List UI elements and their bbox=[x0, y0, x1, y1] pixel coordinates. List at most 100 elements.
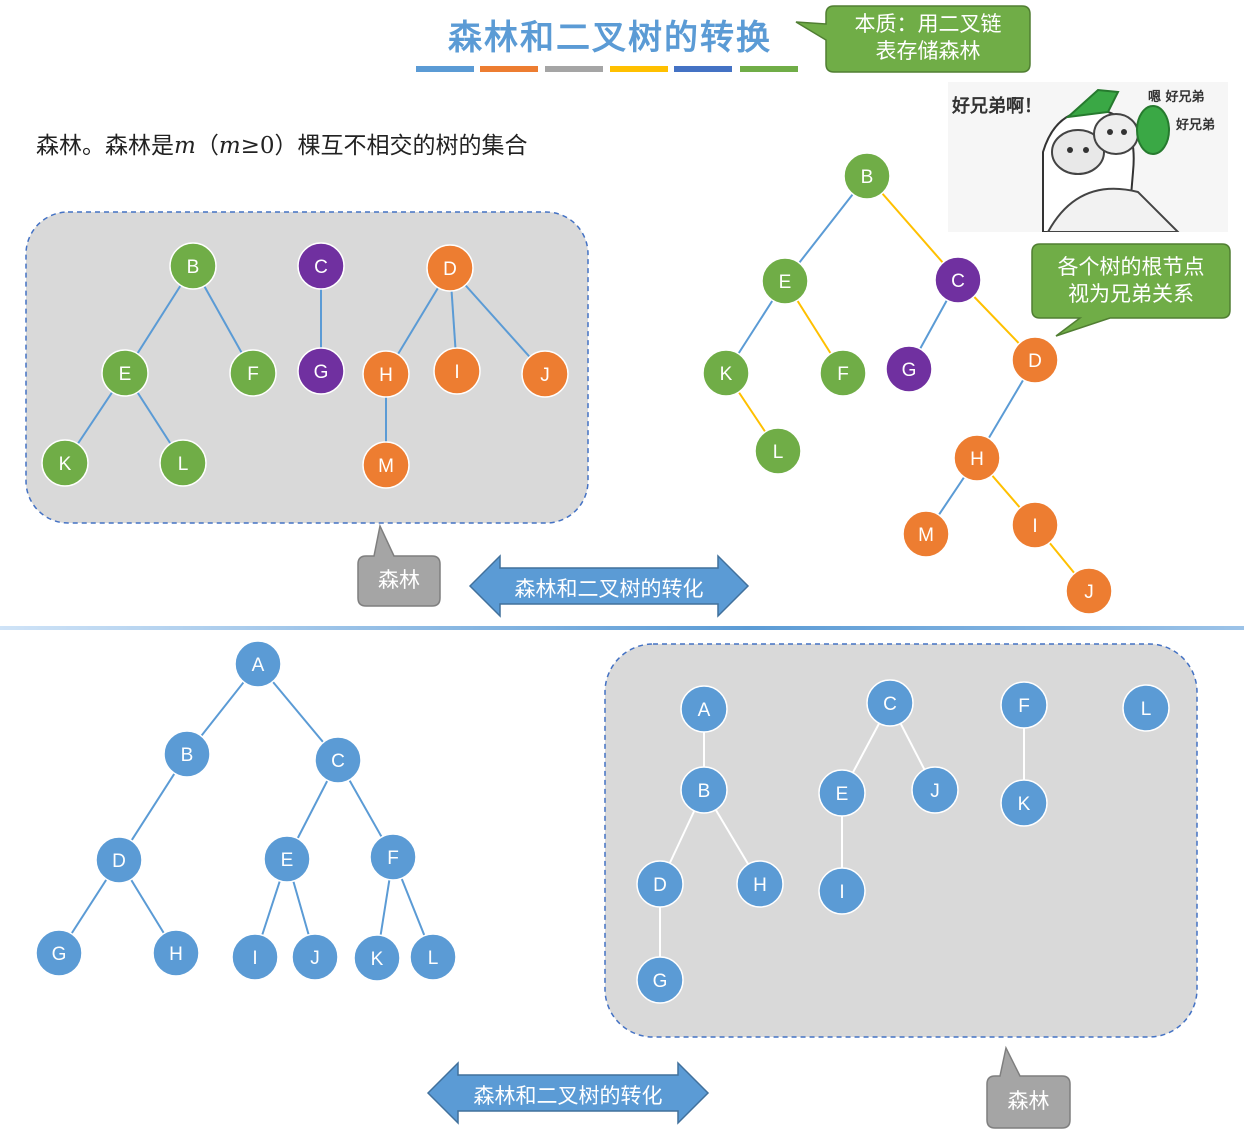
bottom-binary-node-I-circle bbox=[231, 933, 279, 981]
top-forest-node-G-label: G bbox=[314, 362, 329, 383]
forest-callout-bottom: 森林 bbox=[1007, 1089, 1050, 1113]
top-forest-node-G-circle bbox=[297, 347, 345, 395]
top-binary-node-F-label: F bbox=[837, 364, 849, 385]
bottom-forest-node-B-label: B bbox=[698, 781, 711, 802]
bottom-forest-node-E-label: E bbox=[836, 784, 849, 805]
top-forest-node-I-circle bbox=[433, 347, 481, 395]
arrow-label-bottom: 森林和二叉树的转化 bbox=[473, 1084, 663, 1108]
top-forest-node-J-label: J bbox=[540, 365, 550, 386]
bottom-forest-node-B: B bbox=[680, 766, 728, 814]
title-bar-blue bbox=[416, 66, 474, 72]
bottom-binary-node-K-label: K bbox=[371, 949, 384, 970]
bottom-forest-node-H: H bbox=[736, 860, 784, 908]
bottom-forest-node-C: C bbox=[866, 679, 914, 727]
top-forest-node-C-circle bbox=[297, 242, 345, 290]
top-forest-node-L-circle bbox=[159, 439, 207, 487]
top-binary-node-K-label: K bbox=[720, 364, 733, 385]
top-binary-node-C-label: C bbox=[951, 271, 965, 292]
forest-definition: 森林。森林是m（m≥0）棵互不相交的树的集合 bbox=[36, 126, 528, 160]
bottom-binary-node-C: C bbox=[314, 736, 362, 784]
bottom-forest-node-I-circle bbox=[818, 867, 866, 915]
top-binary-node-C-circle bbox=[934, 256, 982, 304]
bottom-binary-node-E: E bbox=[263, 835, 311, 883]
bottom-binary-node-E-label: E bbox=[281, 850, 294, 871]
top-binary-node-C: C bbox=[934, 256, 982, 304]
bottom-forest-node-D-label: D bbox=[653, 875, 667, 896]
bottom-forest-node-K: K bbox=[1000, 779, 1048, 827]
definition-var-m-2: m bbox=[218, 133, 241, 159]
arrow-label-top: 森林和二叉树的转化 bbox=[514, 577, 704, 601]
top-forest-node-K: K bbox=[41, 439, 89, 487]
definition-text-2: （ bbox=[195, 133, 219, 159]
top-forest-node-B-label: B bbox=[187, 257, 200, 278]
title-bar-darkblue bbox=[674, 66, 732, 72]
bottom-forest-node-H-label: H bbox=[753, 875, 767, 896]
top-binary-node-E: E bbox=[761, 257, 809, 305]
title-bar-green bbox=[740, 66, 798, 72]
top-forest-node-M-circle bbox=[362, 441, 410, 489]
top-binary-node-F: F bbox=[819, 349, 867, 397]
bottom-forest-node-C-circle bbox=[866, 679, 914, 727]
top-forest-node-E: E bbox=[101, 349, 149, 397]
essence-callout-line-1: 本质：用二叉链 bbox=[854, 12, 1002, 36]
top-forest-node-J: J bbox=[521, 350, 569, 398]
bottom-binary-node-A: A bbox=[234, 640, 282, 688]
top-forest-node-M-label: M bbox=[378, 456, 394, 477]
siblings-callout-shape bbox=[1031, 243, 1231, 337]
top-forest-node-I-label: I bbox=[454, 362, 459, 383]
bottom-binary-node-K: K bbox=[353, 934, 401, 982]
bottom-forest-node-G-label: G bbox=[653, 971, 668, 992]
top-forest-node-C-label: C bbox=[314, 257, 328, 278]
bottom-forest-node-I-label: I bbox=[839, 882, 844, 903]
top-binary-node-I-label: I bbox=[1032, 516, 1037, 537]
bottom-binary-node-H-circle bbox=[152, 929, 200, 977]
top-binary-node-L-circle bbox=[754, 427, 802, 475]
bottom-forest-node-L: L bbox=[1122, 684, 1170, 732]
bottom-binary-node-D-circle bbox=[95, 836, 143, 884]
bottom-forest-node-H-circle bbox=[736, 860, 784, 908]
section-divider bbox=[0, 626, 1244, 630]
bottom-binary-node-I-label: I bbox=[252, 948, 257, 969]
bottom-forest-node-D-circle bbox=[636, 860, 684, 908]
bottom-forest-node-C-label: C bbox=[883, 694, 897, 715]
bottom-binary-node-C-label: C bbox=[331, 751, 345, 772]
top-binary-node-B-circle bbox=[843, 152, 891, 200]
top-forest-node-F-circle bbox=[229, 349, 277, 397]
top-forest-node-B-circle bbox=[169, 242, 217, 290]
top-binary-node-H: H bbox=[953, 434, 1001, 482]
bottom-binary-node-C-circle bbox=[314, 736, 362, 784]
bottom-forest-node-F: F bbox=[1000, 681, 1048, 729]
top-forest-node-E-circle bbox=[101, 349, 149, 397]
bottom-forest-node-L-label: L bbox=[1141, 699, 1152, 720]
title-bar-orange bbox=[480, 66, 538, 72]
bottom-binary-node-J: J bbox=[291, 933, 339, 981]
top-binary-node-J: J bbox=[1065, 567, 1113, 615]
top-binary-node-G-circle bbox=[885, 345, 933, 393]
top-binary-node-K-circle bbox=[702, 349, 750, 397]
bottom-binary-node-E-circle bbox=[263, 835, 311, 883]
bottom-forest-node-G-circle bbox=[636, 956, 684, 1004]
bottom-binary-node-D: D bbox=[95, 836, 143, 884]
top-binary-node-L-label: L bbox=[773, 442, 784, 463]
top-forest-node-K-label: K bbox=[59, 454, 72, 475]
bottom-forest-node-F-circle bbox=[1000, 681, 1048, 729]
bottom-binary-node-A-label: A bbox=[252, 655, 265, 676]
meme-drawing bbox=[1042, 88, 1181, 233]
bottom-forest-node-D: D bbox=[636, 860, 684, 908]
top-forest-node-F: F bbox=[229, 349, 277, 397]
siblings-callout-line-2: 视为兄弟关系 bbox=[1068, 282, 1194, 306]
bottom-binary-node-F: F bbox=[369, 833, 417, 881]
definition-text-1: 森林。森林是 bbox=[36, 133, 174, 159]
bottom-binary-node-H: H bbox=[152, 929, 200, 977]
title-bar-gray bbox=[545, 66, 603, 72]
top-forest-node-F-label: F bbox=[247, 364, 259, 385]
top-forest-node-M: M bbox=[362, 441, 410, 489]
bottom-forest-node-F-label: F bbox=[1018, 696, 1030, 717]
top-forest-node-D-circle bbox=[426, 244, 474, 292]
top-forest-node-L: L bbox=[159, 439, 207, 487]
double-arrow-bottom bbox=[426, 1061, 710, 1125]
top-binary-node-D-label: D bbox=[1028, 351, 1042, 372]
top-binary-node-I: I bbox=[1011, 501, 1059, 549]
forest-callout-top: 森林 bbox=[378, 568, 420, 592]
bottom-binary-node-B: B bbox=[163, 730, 211, 778]
